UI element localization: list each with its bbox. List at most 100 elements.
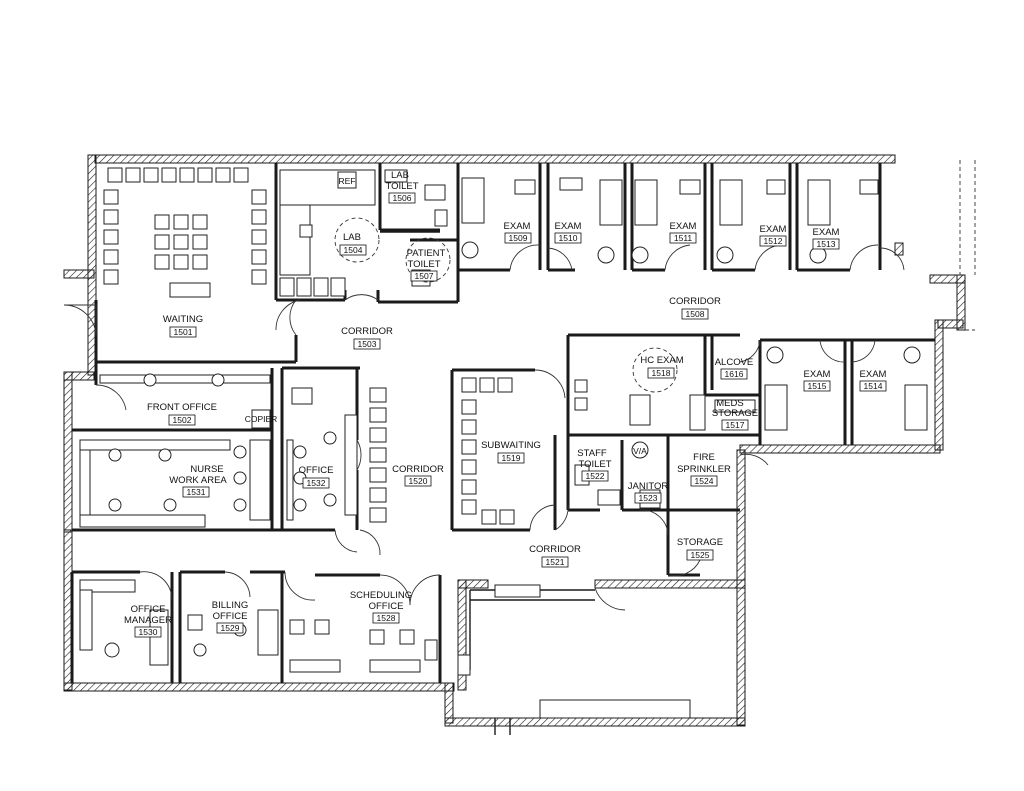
office-furniture: [79, 373, 337, 528]
room-exam-1514[interactable]: EXAM 1514: [860, 369, 887, 392]
room-name: EXAM: [504, 221, 531, 232]
room-corridor-1503[interactable]: CORRIDOR 1503: [341, 326, 393, 350]
room-number: 1519: [502, 453, 521, 463]
room-waiting[interactable]: WAITING 1501: [163, 314, 203, 338]
room-name-line1: NURSE: [190, 464, 223, 475]
room-name-line2: OFFICE: [369, 601, 404, 612]
room-name: CORRIDOR: [341, 326, 393, 337]
room-alcove[interactable]: ALCOVE 1616: [715, 357, 754, 380]
room-name-line1: LAB: [391, 170, 409, 181]
room-number: 1503: [358, 339, 377, 349]
room-number: 1518: [652, 368, 671, 378]
room-name-line2: MANAGER: [124, 615, 172, 626]
room-hc-exam[interactable]: HC EXAM 1518: [640, 355, 684, 379]
room-exam-1511[interactable]: EXAM 1511: [670, 221, 697, 244]
room-exam-1515[interactable]: EXAM 1515: [804, 369, 831, 392]
room-number: 1512: [764, 236, 783, 246]
room-name: CORRIDOR: [669, 296, 721, 307]
room-staff-toilet[interactable]: STAFF TOILET 1522: [577, 448, 612, 482]
room-number: 1508: [686, 309, 705, 319]
room-number: 1509: [509, 233, 528, 243]
room-front-office[interactable]: FRONT OFFICE 1502: [147, 402, 217, 426]
room-number: 1501: [174, 327, 193, 337]
room-name: EXAM: [760, 224, 787, 235]
room-number: 1506: [393, 193, 412, 203]
room-name: ALCOVE: [715, 357, 754, 368]
room-name: EXAM: [670, 221, 697, 232]
room-number: 1532: [307, 478, 326, 488]
room-name-line1: FIRE: [693, 452, 715, 463]
room-number: 1517: [726, 420, 745, 430]
room-nurse-work-area[interactable]: NURSE WORK AREA 1531: [169, 464, 227, 498]
room-number: 1510: [559, 233, 578, 243]
room-name: JANITOR: [628, 481, 669, 492]
room-number: 1530: [139, 627, 158, 637]
room-corridor-1508[interactable]: CORRIDOR 1508: [669, 296, 721, 320]
room-exam-1512[interactable]: EXAM 1512: [760, 224, 787, 247]
room-lab-toilet[interactable]: LAB TOILET 1506: [385, 170, 419, 204]
room-number: 1520: [409, 476, 428, 486]
room-fire-sprinkler[interactable]: FIRE SPRINKLER 1524: [677, 452, 731, 487]
room-name: EXAM: [860, 369, 887, 380]
room-number: 1529: [221, 623, 240, 633]
room-name-line2: TOILET: [385, 181, 418, 192]
room-billing-office[interactable]: BILLING OFFICE 1529: [212, 600, 248, 634]
room-name-line2: OFFICE: [213, 611, 248, 622]
room-corridor-1520[interactable]: CORRIDOR 1520: [392, 464, 444, 487]
room-exam-1509[interactable]: EXAM 1509: [504, 221, 532, 244]
open-area: [457, 584, 691, 735]
room-name: WAITING: [163, 314, 203, 325]
room-name-line2: STORAGE: [712, 408, 758, 419]
room-number: 1514: [864, 381, 883, 391]
room-subwaiting[interactable]: SUBWAITING 1519: [481, 440, 541, 464]
room-number: 1521: [546, 557, 565, 567]
room-number: 1507: [415, 271, 434, 281]
room-name: HC EXAM: [640, 355, 683, 366]
room-name: SUBWAITING: [481, 440, 541, 451]
room-exam-1510[interactable]: EXAM 1510: [555, 221, 582, 244]
room-number: 1511: [674, 233, 693, 243]
room-name-line1: BILLING: [212, 600, 248, 611]
room-name: LAB: [343, 232, 361, 243]
room-storage[interactable]: STORAGE 1525: [677, 537, 723, 561]
room-name-line2: SPRINKLER: [677, 464, 731, 475]
waiting-furniture: [103, 167, 267, 298]
room-patient-toilet[interactable]: PATIENT TOILET 1507: [407, 248, 446, 282]
room-name: STORAGE: [677, 537, 723, 548]
room-corridor-1521[interactable]: CORRIDOR 1521: [529, 544, 581, 568]
room-name-line2: TOILET: [407, 259, 440, 270]
bottom-office-furniture: [79, 579, 438, 673]
room-number: 1525: [691, 550, 710, 560]
room-name: CORRIDOR: [529, 544, 581, 555]
room-name-line1: STAFF: [577, 448, 607, 459]
room-name: EXAM: [555, 221, 582, 232]
room-labels: WAITING 1501 FRONT OFFICE 1502 CORRIDOR …: [124, 170, 887, 638]
room-office-manager[interactable]: OFFICE MANAGER 1530: [124, 604, 172, 638]
room-number: 1515: [808, 381, 827, 391]
room-name-line1: MEDS: [716, 398, 743, 409]
room-number: 1522: [586, 471, 605, 481]
room-name-line1: OFFICE: [131, 604, 166, 615]
room-name: OFFICE: [299, 465, 334, 476]
room-name: CORRIDOR: [392, 464, 444, 475]
room-number: 1504: [344, 245, 363, 255]
room-meds-storage[interactable]: MEDS STORAGE 1517: [712, 398, 758, 431]
room-number: 1502: [173, 415, 192, 425]
room-name-line1: PATIENT: [407, 248, 446, 259]
interior-walls: [70, 163, 935, 683]
room-name: EXAM: [813, 227, 840, 238]
corridor-chairs: [344, 387, 387, 523]
room-janitor[interactable]: JANITOR 1523: [628, 481, 669, 504]
room-exam-1513[interactable]: EXAM 1513: [813, 227, 840, 250]
room-scheduling-office[interactable]: SCHEDULING OFFICE 1528: [350, 590, 412, 624]
room-number: 1524: [695, 476, 714, 486]
exam-furniture: [461, 177, 928, 431]
fridge-label: REF: [339, 176, 356, 186]
subwaiting-furniture: [461, 377, 515, 525]
canopy: [959, 160, 976, 331]
room-office[interactable]: OFFICE 1532: [299, 465, 334, 489]
room-lab[interactable]: LAB 1504: [339, 232, 367, 256]
lab-furniture: [279, 169, 451, 297]
copier-label: COPIER: [245, 414, 278, 424]
